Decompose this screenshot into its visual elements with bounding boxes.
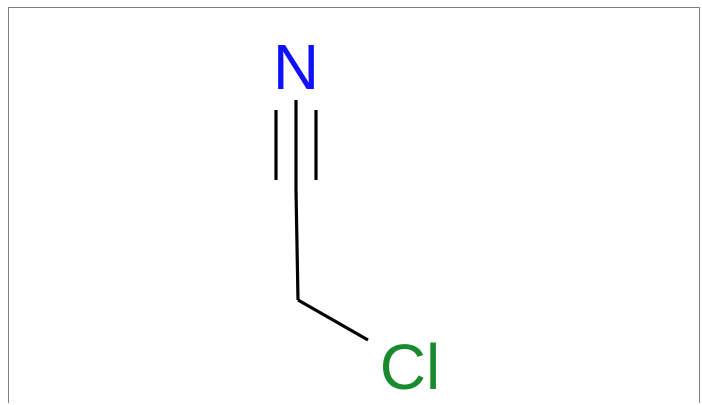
single-bond-c-c — [294, 189, 300, 301]
diagram-frame — [8, 7, 700, 403]
atom-cl-label: Cl — [380, 331, 440, 403]
triple-bond — [274, 100, 318, 190]
atom-n-label: N — [273, 31, 319, 103]
single-bond-c-cl — [297, 298, 369, 342]
